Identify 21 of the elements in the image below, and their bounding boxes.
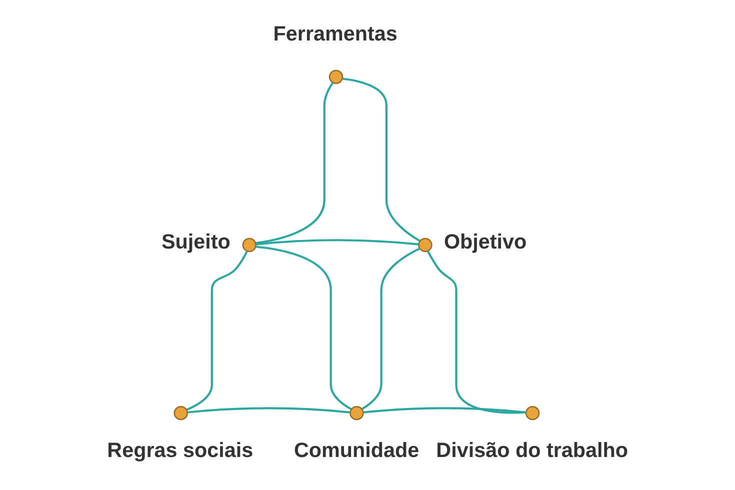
node-label: Objetivo [443, 230, 526, 254]
connector [186, 407, 350, 414]
node-circle [173, 406, 188, 420]
node-label: Comunidade [293, 438, 419, 462]
connector [362, 407, 526, 414]
connector [255, 239, 418, 246]
connector [186, 250, 248, 411]
node-circle [418, 238, 432, 252]
connector [360, 248, 420, 410]
connector [255, 246, 352, 410]
node-circle [328, 70, 343, 84]
node-label: Sujeito [160, 230, 230, 254]
node-circle [242, 238, 256, 252]
connector [426, 250, 526, 414]
connector [342, 78, 420, 242]
node-circle [524, 406, 540, 420]
node-label: Ferramentas [272, 22, 397, 46]
connector [255, 82, 334, 244]
node-label: Divisão do trabalho [436, 438, 628, 462]
node-label: Regras sociais [106, 438, 253, 462]
node-circle [349, 406, 364, 420]
